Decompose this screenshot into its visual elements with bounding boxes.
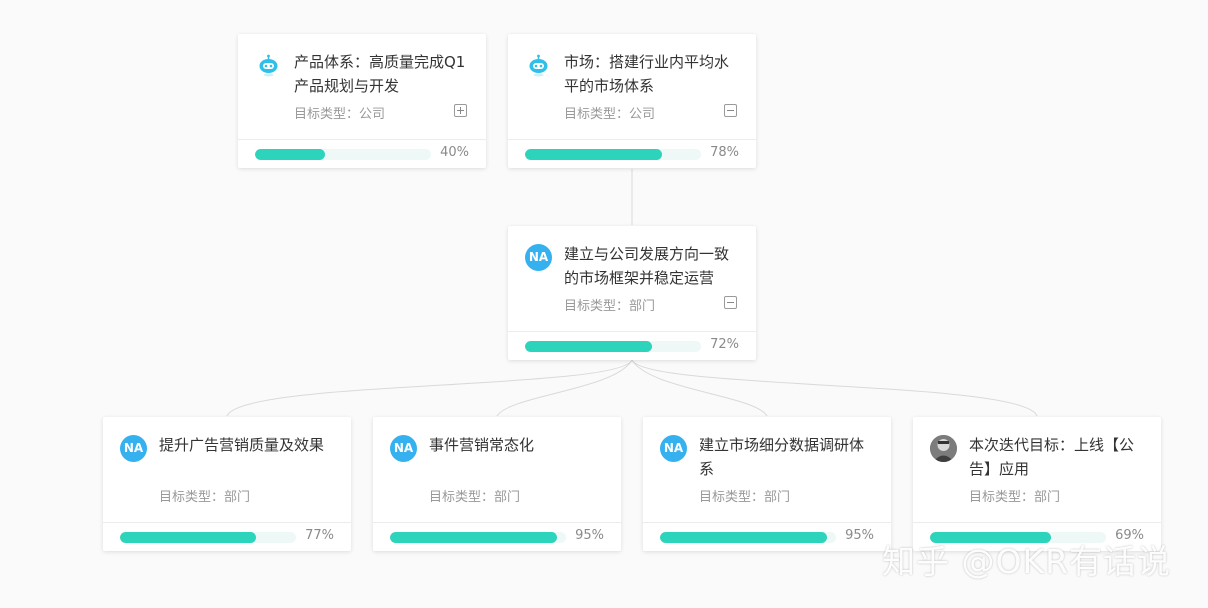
avatar: NA (390, 435, 417, 462)
divider (103, 522, 351, 523)
divider (913, 522, 1161, 523)
progress-bar (120, 532, 296, 543)
progress-fill (930, 532, 1052, 543)
progress-fill (255, 149, 326, 160)
robot-icon (525, 52, 552, 79)
card-title: 本次迭代目标：上线【公告】应用 (969, 436, 1135, 478)
okr-card-market[interactable]: 市场：搭建行业内平均水平的市场体系 目标类型：公司 78% (508, 34, 756, 168)
progress-bar (660, 532, 836, 543)
okr-card-market-framework[interactable]: NA 建立与公司发展方向一致的市场框架并稳定运营 目标类型：部门 72% (508, 226, 756, 360)
progress-percent: 72% (710, 337, 739, 352)
progress-fill (390, 532, 558, 543)
photo-avatar (930, 435, 957, 462)
robot-icon (255, 52, 282, 79)
okr-card-product-system[interactable]: 产品体系：高质量完成Q1产品规划与开发 目标类型：公司 40% (238, 34, 486, 168)
progress-percent: 95% (575, 528, 604, 543)
progress-percent: 78% (710, 145, 739, 160)
okr-card-ad-quality[interactable]: NA 提升广告营销质量及效果 目标类型：部门 77% (103, 417, 351, 551)
card-title: 提升广告营销质量及效果 (159, 436, 325, 454)
avatar: NA (525, 244, 552, 271)
progress-fill (525, 341, 652, 352)
card-type-label: 目标类型：公司 (294, 107, 386, 122)
card-title: 市场：搭建行业内平均水平的市场体系 (564, 53, 730, 95)
okr-card-event-marketing[interactable]: NA 事件营销常态化 目标类型：部门 95% (373, 417, 621, 551)
card-type-label: 目标类型：公司 (564, 107, 656, 122)
okr-card-market-research[interactable]: NA 建立市场细分数据调研体系 目标类型：部门 95% (643, 417, 891, 551)
card-type-label: 目标类型：部门 (159, 490, 251, 505)
progress-fill (525, 149, 663, 160)
divider (238, 139, 486, 140)
divider (643, 522, 891, 523)
progress-percent: 77% (305, 528, 334, 543)
card-type-label: 目标类型：部门 (699, 490, 791, 505)
divider (508, 331, 756, 332)
avatar: NA (660, 435, 687, 462)
progress-percent: 95% (845, 528, 874, 543)
card-type-label: 目标类型：部门 (564, 299, 656, 314)
card-title: 产品体系：高质量完成Q1产品规划与开发 (294, 53, 466, 95)
progress-fill (120, 532, 256, 543)
expand-icon[interactable] (454, 104, 467, 117)
divider (373, 522, 621, 523)
watermark: 知乎 @OKR有话说 (882, 542, 1172, 581)
progress-bar (930, 532, 1106, 543)
card-title: 事件营销常态化 (429, 436, 535, 454)
progress-percent: 40% (440, 145, 469, 160)
divider (508, 139, 756, 140)
okr-card-announcement[interactable]: 本次迭代目标：上线【公告】应用 目标类型：部门 69% (913, 417, 1161, 551)
collapse-icon[interactable] (724, 296, 737, 309)
progress-bar (255, 149, 431, 160)
avatar: NA (120, 435, 147, 462)
progress-percent: 69% (1115, 528, 1144, 543)
card-title: 建立市场细分数据调研体系 (699, 436, 865, 478)
progress-bar (525, 149, 701, 160)
card-type-label: 目标类型：部门 (969, 490, 1061, 505)
collapse-icon[interactable] (724, 104, 737, 117)
card-type-label: 目标类型：部门 (429, 490, 521, 505)
progress-bar (525, 341, 701, 352)
progress-fill (660, 532, 828, 543)
progress-bar (390, 532, 566, 543)
card-title: 建立与公司发展方向一致的市场框架并稳定运营 (564, 245, 730, 287)
